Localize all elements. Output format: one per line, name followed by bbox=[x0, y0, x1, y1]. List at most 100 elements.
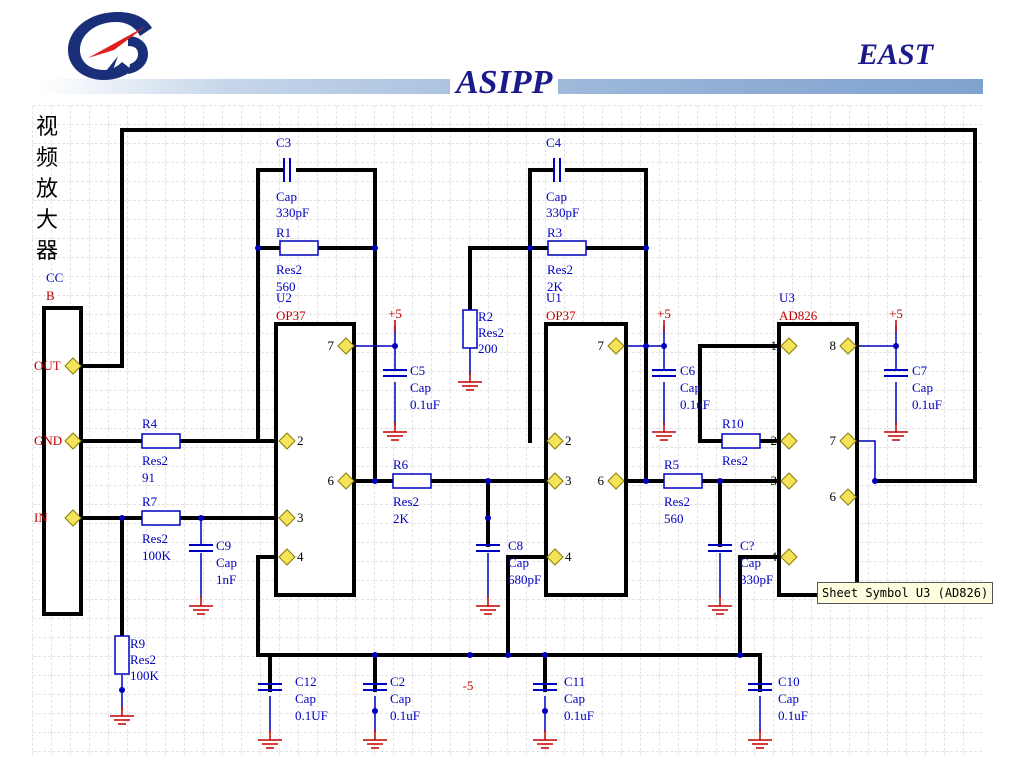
capacitor-type: Cap bbox=[680, 380, 701, 395]
junction-dot bbox=[527, 245, 533, 251]
wire bbox=[296, 168, 377, 483]
supply-label: -5 bbox=[463, 678, 474, 693]
capacitor-type: Cap bbox=[390, 691, 411, 706]
pin-number: 3 bbox=[297, 510, 304, 525]
resistor-value: 2K bbox=[393, 511, 410, 526]
resistor-r1 bbox=[279, 240, 319, 256]
junction-dot bbox=[661, 343, 667, 349]
junction-dot bbox=[643, 343, 649, 349]
capacitor-type: Cap bbox=[564, 691, 585, 706]
side-title-char: 频 bbox=[36, 146, 59, 171]
capacitor-designator: C5 bbox=[410, 363, 425, 378]
junction-dot bbox=[372, 245, 378, 251]
side-title-char: 放 bbox=[36, 177, 59, 202]
wire bbox=[565, 168, 648, 483]
supply-label: +5 bbox=[657, 306, 671, 321]
ground-symbol bbox=[884, 422, 908, 441]
pin-number: 3 bbox=[771, 473, 778, 488]
resistor-r4 bbox=[141, 433, 181, 449]
pin-marker bbox=[64, 357, 82, 375]
junction-dot bbox=[255, 245, 261, 251]
pin-marker bbox=[337, 472, 355, 490]
connector-name: B bbox=[46, 288, 55, 303]
pin-marker bbox=[278, 509, 296, 527]
pin-number: 2 bbox=[771, 433, 778, 448]
connector-pin-label: OUT bbox=[34, 358, 61, 373]
capacitor-designator: C10 bbox=[778, 674, 800, 689]
capacitor-type: Cap bbox=[546, 189, 567, 204]
resistor-r3 bbox=[547, 240, 587, 256]
resistor-type: Res2 bbox=[142, 531, 168, 546]
capacitor-designator: C6 bbox=[680, 363, 696, 378]
capacitor-type: Cap bbox=[740, 555, 761, 570]
capacitor-value: 0.1UF bbox=[295, 708, 328, 723]
resistor-designator: R3 bbox=[547, 225, 562, 240]
ground-symbol bbox=[189, 596, 213, 615]
opamp-part: OP37 bbox=[546, 308, 576, 323]
junction-dot bbox=[372, 652, 378, 658]
junction-dot bbox=[392, 343, 398, 349]
resistor-value: 100K bbox=[142, 548, 172, 563]
pin-number: 6 bbox=[598, 473, 605, 488]
supply-label: +5 bbox=[388, 306, 402, 321]
capacitor-type: Cap bbox=[295, 691, 316, 706]
junction-dot bbox=[485, 478, 491, 484]
opamp-part: OP37 bbox=[276, 308, 306, 323]
pin-marker bbox=[546, 548, 564, 566]
capacitor-type: Cap bbox=[508, 555, 529, 570]
pin-marker bbox=[64, 432, 82, 450]
resistor-r7 bbox=[141, 510, 181, 526]
pin-marker bbox=[337, 337, 355, 355]
junction-dot bbox=[717, 478, 723, 484]
pin-number: 6 bbox=[328, 473, 335, 488]
opamp-u1-body bbox=[544, 322, 628, 597]
pin-marker bbox=[607, 472, 625, 490]
junction-dot bbox=[467, 652, 473, 658]
pin-marker bbox=[780, 432, 798, 450]
pin-number: 4 bbox=[297, 549, 304, 564]
junction-dot bbox=[542, 708, 548, 714]
ground-symbol bbox=[708, 596, 732, 615]
pin-number: 1 bbox=[771, 338, 778, 353]
ground-symbol bbox=[748, 730, 772, 749]
resistor-type: Res2 bbox=[547, 262, 573, 277]
ground-symbol bbox=[110, 706, 134, 725]
resistor-type: Res2 bbox=[664, 494, 690, 509]
resistor-designator: R2 bbox=[478, 309, 493, 324]
resistor-type: Res2 bbox=[142, 453, 168, 468]
side-title-char: 大 bbox=[36, 208, 59, 233]
capacitor-value: 330pF bbox=[546, 205, 579, 220]
resistor-designator: R5 bbox=[664, 457, 679, 472]
ground-symbol bbox=[476, 596, 500, 615]
pin-marker bbox=[839, 432, 857, 450]
wire bbox=[528, 168, 554, 443]
capacitor-value: 680pF bbox=[508, 572, 541, 587]
ground-symbol bbox=[363, 730, 387, 749]
resistor-designator: R9 bbox=[130, 636, 145, 651]
opamp-designator: U1 bbox=[546, 290, 562, 305]
pin-number: 8 bbox=[830, 338, 837, 353]
opamp-u3-body bbox=[777, 322, 859, 597]
capacitor-type: Cap bbox=[912, 380, 933, 395]
labels: CCBOUTGNDINU2OP37U1OP37U3AD8267623476234… bbox=[34, 135, 942, 723]
pin-marker bbox=[607, 337, 625, 355]
pin-number: 7 bbox=[830, 433, 837, 448]
resistor-value: 91 bbox=[142, 470, 155, 485]
pin-marker bbox=[839, 488, 857, 506]
capacitor-designator: C? bbox=[740, 538, 755, 553]
side-title: 视 频 放 大 器 bbox=[36, 112, 66, 267]
pin-marker bbox=[780, 472, 798, 490]
opamp-designator: U3 bbox=[779, 290, 795, 305]
junction-dot bbox=[893, 343, 899, 349]
pin-marker bbox=[278, 432, 296, 450]
junction-dot bbox=[542, 652, 548, 658]
pin-marker bbox=[839, 337, 857, 355]
connector-designator: CC bbox=[46, 270, 63, 285]
pin-number: 7 bbox=[598, 338, 605, 353]
capacitor-designator: C12 bbox=[295, 674, 317, 689]
capacitor-designator: C9 bbox=[216, 538, 231, 553]
pin-number: 2 bbox=[297, 433, 304, 448]
junction-dot bbox=[372, 478, 378, 484]
resistor-value: 560 bbox=[276, 279, 296, 294]
capacitor-value: 330pF bbox=[276, 205, 309, 220]
